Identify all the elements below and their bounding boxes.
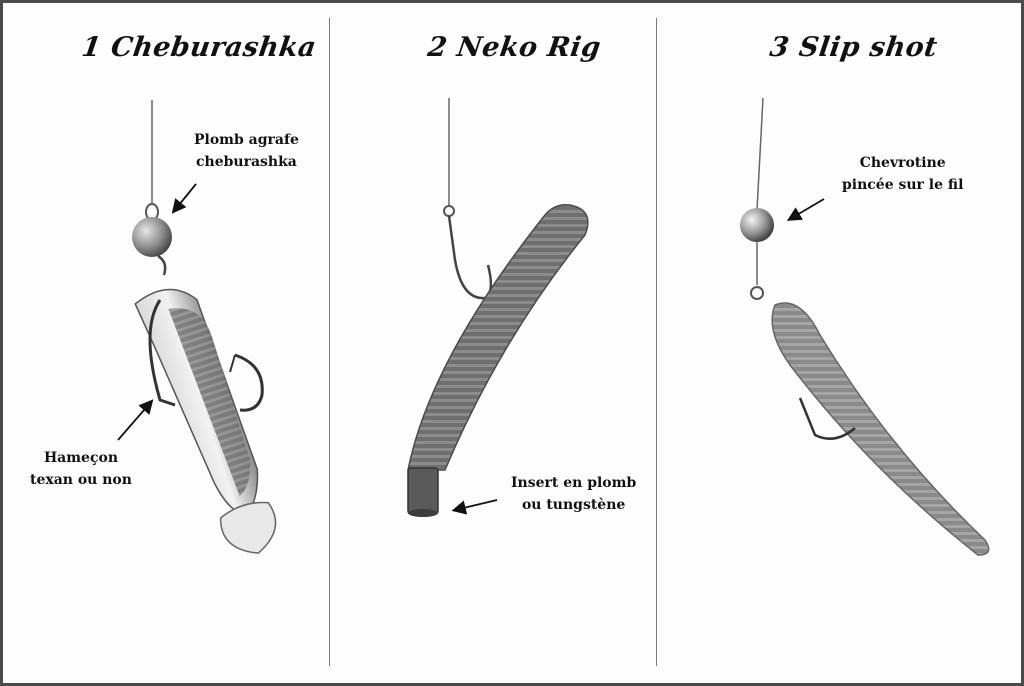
label-chevrotine: Chevrotine pincée sur le fil bbox=[842, 152, 963, 196]
neko-rig bbox=[407, 98, 589, 517]
cheburashka-weight-icon bbox=[132, 217, 172, 257]
label-insert: Insert en plomb ou tungstène bbox=[511, 472, 636, 516]
label-chevrotine-line-1: Chevrotine bbox=[859, 155, 946, 171]
arrow-insert bbox=[451, 499, 498, 515]
label-insert-line-1: Insert en plomb bbox=[511, 475, 637, 491]
swimbait-lure-icon bbox=[134, 288, 277, 554]
label-plomb-line-2: cheburashka bbox=[196, 154, 297, 170]
label-chevrotine-line-2: pincée sur le fil bbox=[842, 177, 964, 193]
arrow-plomb bbox=[171, 183, 197, 214]
label-hamecon-line-2: texan ou non bbox=[30, 472, 132, 488]
arrow-hamecon bbox=[117, 399, 154, 441]
label-plomb-line-1: Plomb agrafe bbox=[194, 132, 299, 148]
panel-divider-2 bbox=[656, 18, 657, 666]
label-hamecon: Hameçon texan ou non bbox=[30, 447, 132, 491]
slip-shot-hook-icon bbox=[798, 397, 856, 440]
label-hamecon-line-1: Hameçon bbox=[43, 450, 118, 466]
cheburashka-rig bbox=[117, 100, 277, 554]
texas-hook-icon bbox=[148, 299, 176, 407]
label-insert-line-2: ou tungstène bbox=[521, 497, 626, 513]
label-plomb-agrafe: Plomb agrafe cheburashka bbox=[194, 129, 299, 173]
panel-divider-1 bbox=[329, 18, 330, 666]
fishing-line-3 bbox=[756, 97, 764, 211]
split-shot-icon bbox=[740, 208, 774, 242]
neko-hook-icon bbox=[447, 215, 493, 300]
tungsten-insert-icon bbox=[407, 467, 439, 515]
worm-lure-icon bbox=[771, 302, 990, 556]
arrow-chevrotine bbox=[786, 198, 825, 221]
stick-worm-icon bbox=[407, 203, 589, 471]
slip-shot-rig bbox=[740, 97, 990, 556]
